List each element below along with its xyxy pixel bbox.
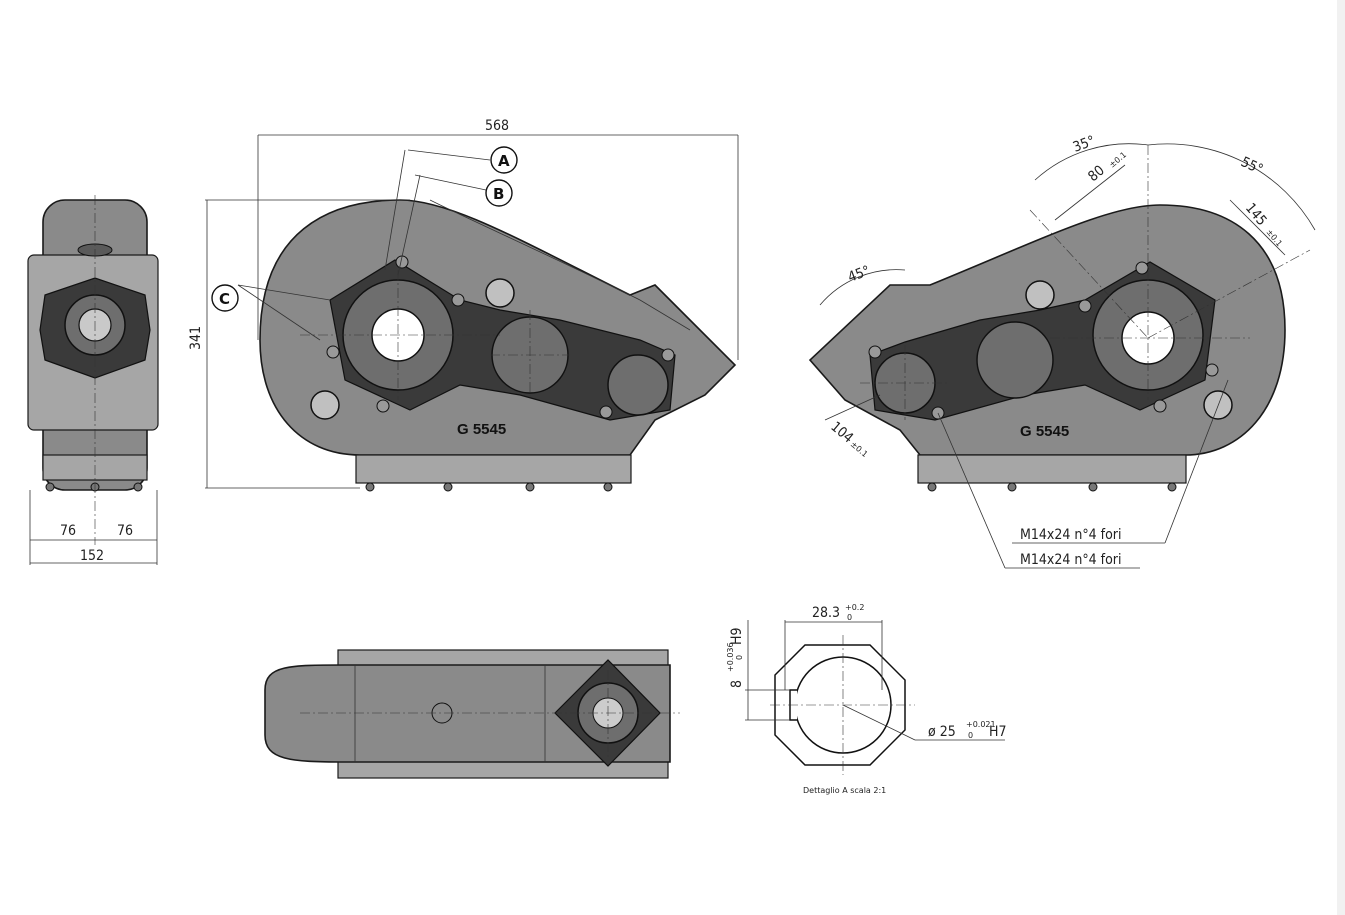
- detail-caption: Dettaglio A scala 2:1: [803, 786, 886, 795]
- dim-key-height-tol-upper: +0.036: [726, 642, 735, 672]
- dim-bore-fit: H7: [989, 724, 1007, 740]
- dim-76-left: 76: [60, 523, 76, 539]
- front-view-base: [355, 454, 632, 484]
- dim-keyway-width: 28.3: [812, 605, 840, 621]
- dim-bore-tol-upper: +0.021: [966, 720, 996, 729]
- dim-key-height-tol-lower: 0: [735, 655, 744, 660]
- front-view-bolt: [451, 293, 465, 307]
- dim-key-height-fit: H9: [729, 628, 745, 646]
- callout-a-label: A: [498, 152, 510, 170]
- rear-view-oil-plug: [1025, 280, 1055, 310]
- front-view-bolt: [661, 348, 675, 362]
- dim-568: 568: [485, 118, 509, 134]
- dim-bore-tol-lower: 0: [968, 731, 973, 740]
- front-view-oil-plug: [485, 278, 515, 308]
- rear-view-base: [917, 454, 1187, 484]
- dim-104-tolerance: ±0.1: [849, 440, 870, 459]
- callout-b-label: B: [493, 185, 504, 203]
- rear-view: G 5545 35° 55° 80 ±0.1 145 ±0.1 45° 104 …: [808, 133, 1316, 569]
- page-edge: [1337, 0, 1345, 915]
- thread-note-1: M14x24 n°4 fori: [1020, 527, 1121, 543]
- callout-c: [211, 284, 239, 312]
- side-view-foot-bolt: [133, 482, 143, 492]
- front-view-bolt: [326, 345, 340, 359]
- dim-angle-45: 45°: [846, 263, 872, 286]
- front-view-bolt: [599, 405, 613, 419]
- dim-keyway-tol-upper: +0.2: [845, 603, 864, 612]
- front-view-drain-plug: [310, 390, 340, 420]
- callout-b: [485, 179, 513, 207]
- dim-145: 145: [1242, 200, 1270, 229]
- angle-arc-35: [1034, 143, 1149, 181]
- callout-a: [490, 146, 518, 174]
- dim-keyway-tol-lower: 0: [847, 613, 852, 622]
- rear-view-middle-boss: [976, 321, 1054, 399]
- side-view: 76 76 152: [27, 195, 159, 565]
- angle-arc-55: [1147, 143, 1316, 231]
- front-view-bolt: [376, 399, 390, 413]
- dim-bore-diameter: ø 25: [928, 724, 956, 740]
- dim-341: 341: [188, 326, 204, 350]
- front-view-model-label: G 5545: [457, 421, 506, 438]
- detail-a: 28.3 +0.2 0 8 +0.036 0 H9 ø 25 +0.021 0 …: [726, 603, 1007, 795]
- front-view: G 5545 568 341 A B C: [188, 118, 739, 492]
- rear-view-model-label: G 5545: [1020, 423, 1069, 440]
- dim-80-tolerance: ±0.1: [1108, 150, 1129, 169]
- dim-76-right: 76: [117, 523, 133, 539]
- front-view-output-boss: [607, 354, 669, 416]
- side-view-foot-bolt: [45, 482, 55, 492]
- top-view: [264, 649, 680, 779]
- dim-angle-35: 35°: [1071, 133, 1097, 156]
- dim-angle-55: 55°: [1238, 154, 1265, 178]
- thread-note-2: M14x24 n°4 fori: [1020, 552, 1121, 568]
- angle-arc-45: [819, 269, 906, 306]
- dim-key-height: 8: [729, 680, 745, 688]
- top-view-body: [264, 664, 671, 763]
- dim-152: 152: [80, 548, 104, 564]
- dim-80: 80: [1085, 163, 1108, 186]
- callout-c-label: C: [219, 290, 230, 308]
